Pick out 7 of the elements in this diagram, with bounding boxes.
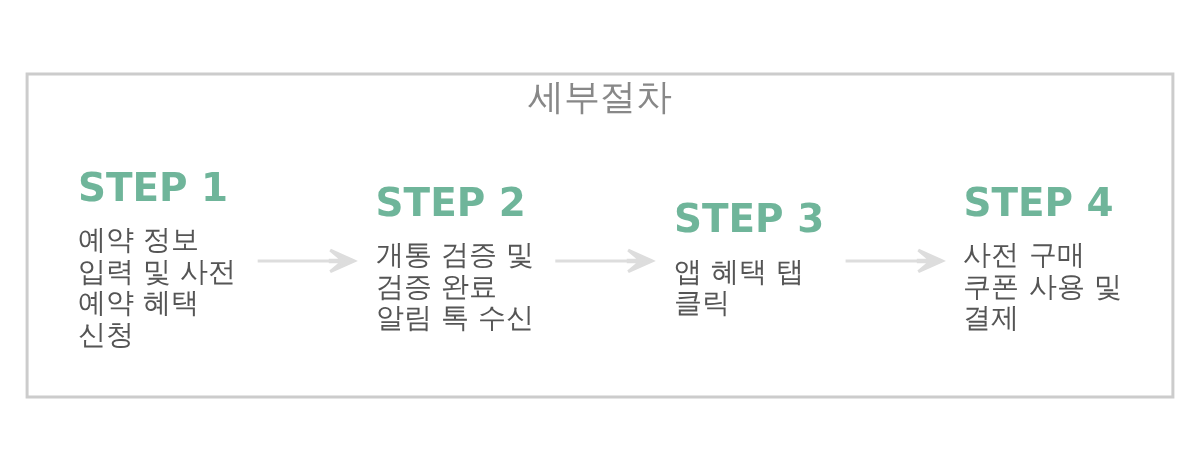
arrow [555,248,654,273]
node-text: STEP 2 개통 검증 및 검증 완료 알림 톡 수신 [375,179,534,334]
node-text: STEP 1 예약 정보 입력 및 사전 예약 혜택 신청 [77,164,237,350]
arrow [257,248,356,273]
node-text: STEP 4 사전 구매 쿠폰 사용 및 결제 [963,179,1122,334]
arrow [845,248,944,273]
node-text: STEP 3 앱 혜택 탭 클릭 [674,195,825,319]
